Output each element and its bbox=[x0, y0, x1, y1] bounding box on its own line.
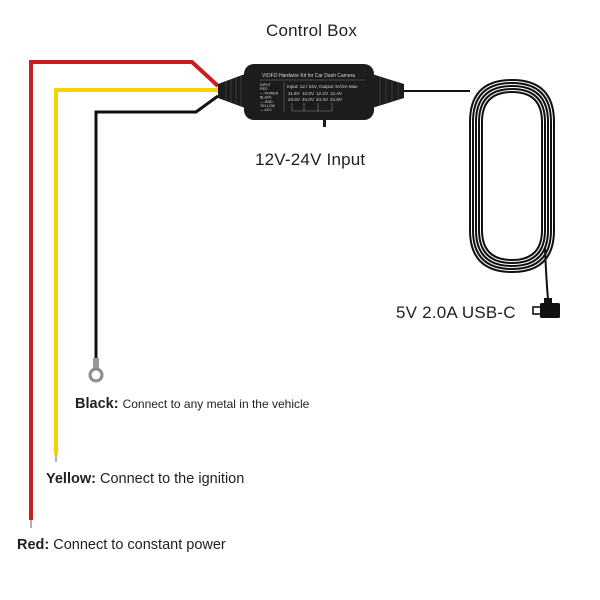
box-voltage-value: 24.8V bbox=[330, 97, 343, 102]
box-voltage-value: 12.0V bbox=[302, 91, 315, 96]
red-label-name: Red: bbox=[17, 537, 50, 553]
coil-loop bbox=[475, 84, 549, 268]
black-wire bbox=[94, 94, 219, 365]
box-left-line: YELLOW bbox=[260, 104, 276, 108]
control-box-right-end bbox=[372, 74, 404, 108]
ring-terminal bbox=[88, 358, 104, 383]
coil-loop bbox=[481, 90, 543, 262]
box-left-line: — POWER bbox=[260, 91, 279, 95]
control-box bbox=[244, 64, 374, 120]
coil-loop bbox=[472, 81, 552, 271]
control-box-label: Control Box bbox=[266, 21, 358, 40]
black-label-desc: Connect to any metal in the vehicle bbox=[122, 397, 310, 411]
usb-c-plug bbox=[532, 298, 560, 318]
box-left-line: — ACC bbox=[260, 108, 272, 112]
coiled-cable bbox=[469, 78, 555, 274]
yellow-wire bbox=[54, 88, 218, 455]
red-label: Red: Connect to constant power bbox=[17, 537, 226, 553]
yellow-label-name: Yellow: bbox=[46, 471, 96, 487]
box-left-line: BLACK bbox=[260, 96, 272, 100]
red-wire bbox=[29, 60, 220, 520]
yellow-label-desc: Connect to the ignition bbox=[100, 471, 245, 487]
left-ribs bbox=[225, 76, 242, 106]
box-voltage-value: 12.4V bbox=[330, 91, 343, 96]
box-left-line: RED bbox=[260, 87, 268, 91]
coil-loop bbox=[469, 78, 555, 274]
black-label-name: Black: bbox=[75, 396, 119, 412]
box-switch-tab bbox=[323, 119, 326, 127]
box-voltage-value: 23.6V bbox=[288, 97, 301, 102]
yellow-label: Yellow: Connect to the ignition bbox=[46, 471, 244, 487]
input-label: 12V-24V Input bbox=[255, 150, 366, 169]
box-voltage-value: 24.4V bbox=[316, 97, 329, 102]
box-header: VIOFO Hardwire Kit for Car Dash Camera bbox=[262, 73, 355, 79]
red-label-desc: Connect to constant power bbox=[53, 537, 226, 553]
box-left-line: INPUT bbox=[260, 83, 272, 87]
box-voltage-value: 11.8V bbox=[288, 91, 301, 96]
box-left-line: — GND bbox=[260, 100, 273, 104]
black-label: Black: Connect to any metal in the vehic… bbox=[75, 396, 309, 412]
box-spec: Input: 12 / 24V, Output: 5V/2A Max bbox=[287, 84, 358, 89]
box-voltage-value: 12.2V bbox=[316, 91, 329, 96]
usb-label: 5V 2.0A USB-C bbox=[396, 303, 516, 322]
usb-cable bbox=[544, 247, 549, 301]
right-ribs bbox=[379, 77, 399, 105]
box-voltage-value: 24.0V bbox=[302, 97, 315, 102]
coil-loop bbox=[478, 87, 546, 265]
